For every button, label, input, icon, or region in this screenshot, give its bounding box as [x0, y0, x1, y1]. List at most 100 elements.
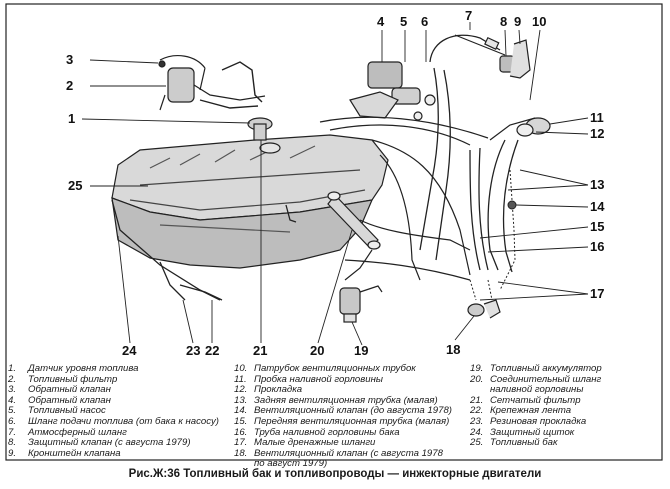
legend-text: Вентиляционный клапан (до августа 1978) [254, 405, 452, 417]
legend-item: 23. Резиновая прокладка [470, 415, 602, 428]
legend-number: 20. [470, 373, 484, 385]
vent-hose [454, 34, 506, 56]
callout-9: 9 [514, 14, 521, 29]
safety-valve [499, 39, 531, 79]
legend-item: 8.Защитный клапан (с августа 1979) [8, 438, 219, 449]
legend-text: Прокладка [254, 384, 303, 396]
callout-6: 6 [421, 14, 428, 29]
vent-valve-chain [499, 169, 516, 291]
legend-number: 3. [8, 384, 17, 396]
legend-item: 9.Кронштейн клапана [8, 447, 219, 460]
legend-text: Обратный клапан [28, 394, 111, 406]
callout-16: 16 [590, 239, 604, 254]
legend-item: 16. Труба наливной горловины бака [234, 426, 452, 439]
legend-column-3: 19.Топливный аккумулятор 20.Соединительн… [470, 363, 602, 449]
legend-text: Патрубок вентиляционных трубок [254, 363, 416, 374]
callout-20: 20 [310, 343, 324, 358]
vent-valve-18 [467, 299, 501, 319]
legend-text: Резиновая прокладка [490, 415, 587, 427]
legend-item-continuation: 0наливной горловины [470, 385, 602, 396]
legend-item: 18.Вентиляционный клапан (с августа 1978 [234, 447, 452, 460]
callout-17: 17 [590, 286, 604, 301]
legend-number: 10. [234, 363, 248, 374]
callout-11: 11 [590, 110, 604, 125]
callout-15: 15 [590, 219, 604, 234]
filler-strainer [259, 142, 281, 154]
legend-number: 14. [234, 405, 248, 417]
legend-text: Датчик уровня топлива [28, 363, 139, 374]
legend-text: Защитный клапан (с августа 1979) [28, 437, 191, 449]
legend-number: 4. [8, 394, 17, 406]
legend-item: 17.Малые дренажные шланги [234, 438, 452, 449]
legend-text: Защитный щиток [490, 426, 575, 438]
legend-number: 18. [234, 447, 248, 459]
callout-13: 13 [590, 177, 604, 192]
legend-text: Задняя вентиляционная трубка (малая) [254, 394, 438, 406]
legend-item: 1. Датчик уровня топлива [8, 363, 219, 375]
callout-8: 8 [500, 14, 507, 29]
legend-number: 1. [8, 363, 17, 374]
legend-item: 11. Пробка наливной горловины [234, 373, 452, 386]
callout-23: 23 [186, 343, 200, 358]
callout-1: 1 [68, 111, 75, 126]
callout-14: 14 [590, 199, 605, 214]
callout-12: 12 [590, 126, 604, 141]
filler-cap-assembly [489, 117, 551, 141]
legend-number: 22. [470, 405, 484, 417]
legend-number: 11. [234, 373, 247, 385]
callout-24: 24 [122, 343, 137, 358]
legend-item: 24.Защитный щиток [470, 426, 602, 439]
legend-number: 19. [470, 363, 484, 374]
legend-text: Кронштейн клапана [28, 447, 121, 459]
legend-item: 2.Топливный фильтр [8, 373, 219, 386]
callout-18: 18 [446, 342, 460, 357]
legend-text: Крепежная лента [490, 405, 572, 417]
legend-number: 12. [234, 384, 248, 396]
legend-number: 17. [234, 437, 248, 449]
legend-text: Шланг подачи топлива (от бака к насосу) [28, 415, 219, 427]
callout-numbers: 3 2 1 4 5 6 7 8 9 10 11 12 13 14 15 16 1… [66, 8, 605, 358]
fuel-accumulator [339, 285, 383, 323]
legend-text: Атмосферный шланг [28, 426, 127, 438]
legend-item: 10. Патрубок вентиляционных трубок [234, 363, 452, 375]
legend-number: 25. [470, 437, 484, 449]
return-line [199, 61, 263, 109]
legend-item: 14. Вентиляционный клапан (до августа 197… [234, 406, 452, 417]
vent-tubes [319, 116, 489, 281]
legend-text: Пробка наливной горловины [254, 373, 383, 385]
legend-text: наливной горловины [490, 384, 584, 396]
legend-text: Топливный фильтр [28, 373, 118, 385]
legend-item: 5.Топливный насос [8, 406, 219, 417]
legend-text: Обратный клапан [28, 384, 111, 396]
vent-valve [507, 200, 517, 210]
legend-item: 3. Обратный клапан [8, 385, 219, 396]
legend-number: 23. [470, 415, 484, 427]
legend-number: 16. [234, 426, 248, 438]
legend-item: 19.Топливный аккумулятор [470, 363, 602, 375]
legend-item: 21.Сетчатый фильтр [470, 394, 602, 407]
callout-4: 4 [377, 14, 385, 29]
legend-text: Топливный бак [490, 437, 558, 449]
legend-number: 5. [8, 405, 17, 417]
legend-item: 7. Атмосферный шланг [8, 426, 219, 439]
legend-item: 13.Задняя вентиляционная трубка (малая) [234, 394, 452, 407]
figure-caption: Рис.Ж:36 Топливный бак и топливопроводы … [128, 468, 542, 480]
fuel-filter-assembly [158, 54, 266, 111]
legend-text: Труба наливной горловины бака [254, 426, 400, 438]
legend-item-continuation: 0по август 1979) [234, 459, 452, 470]
fuel-tank [111, 134, 389, 269]
legend-item: 20.Соединительный шланг [470, 373, 602, 386]
legend-text: по август 1979) [254, 458, 328, 470]
legend-column-1: 1. Датчик уровня топлива 2.Топливный филь… [8, 363, 219, 460]
callout-2: 2 [66, 78, 73, 93]
legend-text: Передняя вентиляционная трубка (малая) [254, 415, 450, 427]
callout-25: 25 [68, 178, 82, 193]
legend-text: Сетчатый фильтр [490, 394, 581, 406]
legend-number: 7. [8, 426, 17, 438]
drain-hoses [469, 279, 493, 301]
fuel-level-sender [247, 117, 273, 141]
legend-item: 12. Прокладка [234, 385, 452, 396]
callout-7: 7 [465, 8, 472, 23]
connecting-hose [327, 191, 381, 281]
